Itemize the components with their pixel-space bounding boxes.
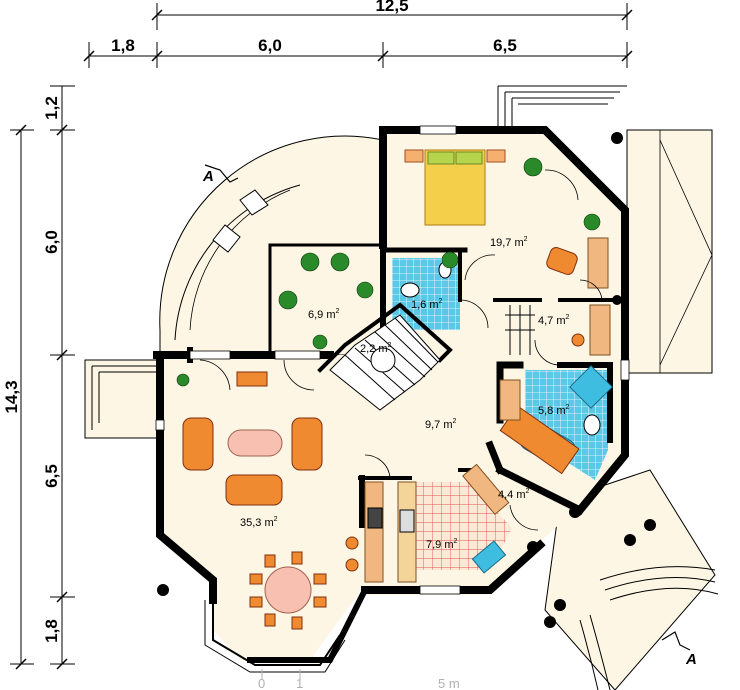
left-total-label: 14,3 [2,380,21,413]
scale-zero: 0 [258,676,265,690]
left-segment-2-label: 6,0 [42,230,61,254]
left-dimension-segments: 1,2 6,0 6,5 1,8 [42,85,75,670]
kitchen-counter [364,463,510,583]
room-bedroom-area: 19,7 m2 [490,236,528,249]
room-stair-hall-area: 2,2 m2 [360,342,392,355]
top-total-label: 12,5 [375,0,408,15]
left-segment-1-label: 1,2 [42,96,61,120]
windows [155,125,630,595]
top-dimension-total: 12,5 [151,0,633,30]
left-entry-steps [84,359,158,439]
left-dimension-total: 14,3 [2,124,34,670]
staircase [329,314,441,411]
room-bathroom-area: 5,8 m2 [538,404,570,417]
entrance-steps [544,469,719,690]
room-wardrobe-area: 4,7 m2 [538,314,570,327]
bay-window [157,584,346,673]
columns [527,132,656,628]
scale-bar: 0 1 5 m [258,669,460,690]
room-toilet-area: 1,6 m2 [411,298,443,311]
room-utility-area: 4,4 m2 [498,488,530,501]
room-living-area: 35,3 m2 [240,516,278,529]
scale-one: 1 [296,676,303,690]
top-dimension-segments: 1,8 6,0 6,5 [83,36,633,68]
right-terrace [497,85,713,374]
top-segment-3-label: 6,5 [493,36,517,55]
top-segment-2-label: 6,0 [258,36,282,55]
plants [176,157,601,387]
wardrobe-shelves [505,304,611,356]
doors [199,169,603,531]
utility-cabinets [499,379,580,475]
room-winter-garden-area: 6,9 m2 [308,308,340,321]
dining-set [249,536,359,630]
section-mark-top: A [202,164,239,185]
left-segment-4-label: 1,8 [42,619,61,643]
room-kitchen-area: 7,9 m2 [426,538,458,551]
room-hall-area: 9,7 m2 [425,418,457,431]
section-mark-bottom: A [661,631,697,668]
bed [404,149,506,226]
section-label-top: A [202,168,214,185]
room-labels: 19,7 m2 6,9 m2 1,6 m2 4,7 m2 2,2 m2 9,7 … [240,236,570,551]
bedroom-cabinet [546,237,609,289]
section-label-bottom: A [685,651,697,668]
top-segment-1-label: 1,8 [111,36,135,55]
scale-five: 5 m [438,676,460,690]
left-segment-3-label: 6,5 [42,464,61,488]
living-sofa-set [182,371,323,506]
